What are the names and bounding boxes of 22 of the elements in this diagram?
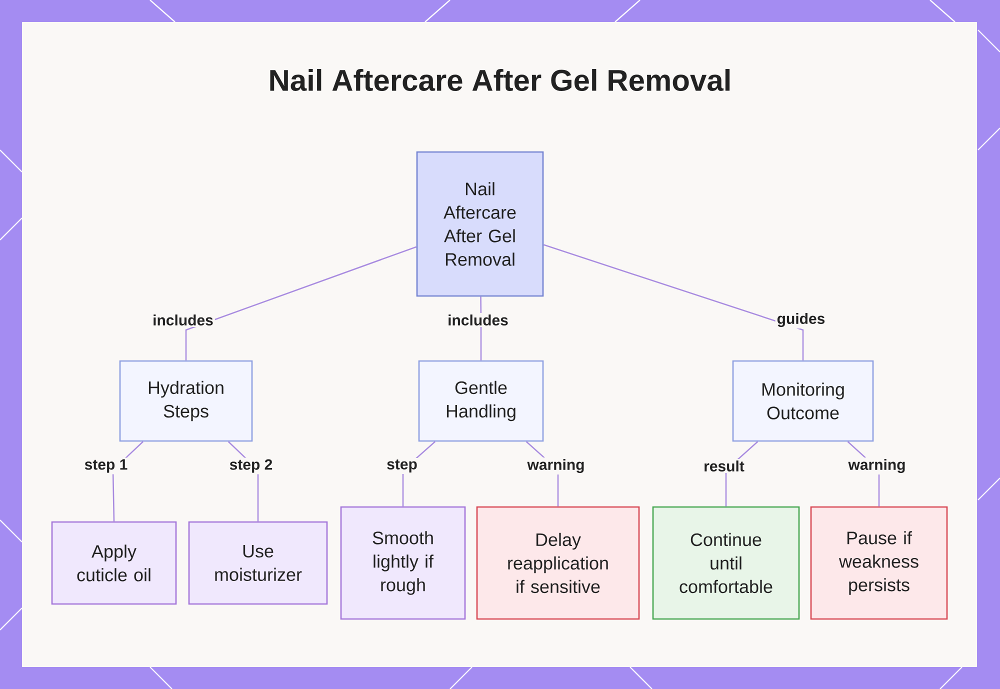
step-box: Smooth lightly if rough	[340, 506, 466, 620]
edge-label: includes	[151, 313, 215, 327]
edge-label: result	[702, 459, 746, 473]
step-box: Pause if weakness persists	[810, 506, 948, 620]
edge-label: warning	[526, 457, 586, 475]
connector	[543, 244, 804, 360]
edge-label: warning	[846, 457, 908, 475]
step-box: Monitoring Outcome	[732, 360, 874, 442]
step-box: Apply cuticle oil	[51, 521, 177, 605]
step-box: Gentle Handling	[418, 360, 544, 442]
step-box: Use moisturizer	[188, 521, 328, 605]
edge-label: guides	[775, 311, 827, 329]
step-box: Hydration Steps	[119, 360, 253, 442]
step-box: Continue until comfortable	[652, 506, 800, 620]
title: Nail Aftercare After Gel Removal	[270, 68, 730, 92]
edge-label: step 1	[82, 458, 130, 474]
topic-box: Nail Aftercare After Gel Removal	[416, 151, 544, 297]
edge-label: step	[385, 458, 419, 474]
edge-label: step 2	[228, 458, 274, 474]
connector	[185, 246, 417, 360]
step-box: Delay reapplication if sensitive	[476, 506, 640, 620]
edge-label: includes	[446, 313, 510, 327]
